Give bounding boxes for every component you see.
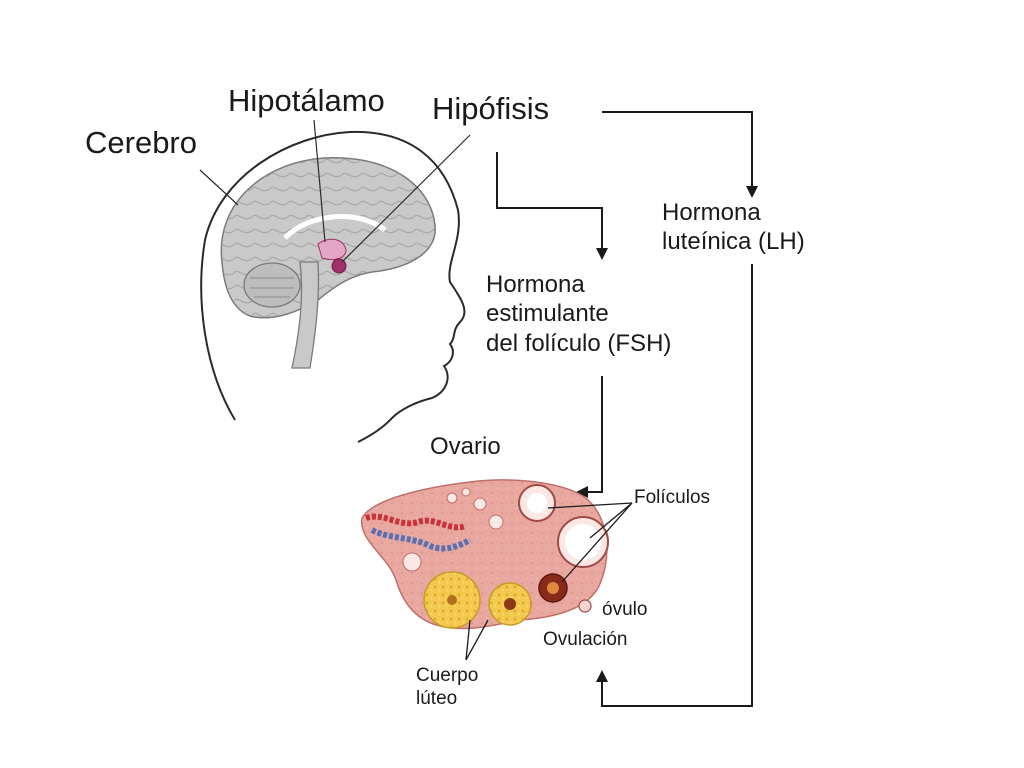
label-cuerpo-luteo-line-1: Cuerpo — [416, 665, 479, 686]
label-lh: Hormona luteínica (LH) — [662, 198, 805, 257]
label-lh-line-2: luteínica (LH) — [662, 228, 805, 256]
label-lh-line-1: Hormona — [662, 199, 761, 226]
label-hipotalamo: Hipotálamo — [228, 83, 385, 118]
label-fsh-line-1: Hormona — [486, 271, 585, 298]
arrow-fsh-to-ovary — [576, 376, 603, 498]
label-ovulo: óvulo — [602, 599, 648, 620]
brain-illustration — [220, 157, 436, 369]
arrow-hipofisis-to-lh — [602, 111, 758, 198]
label-cerebro: Cerebro — [85, 125, 197, 160]
leader-lines — [199, 119, 471, 263]
head-outline — [200, 130, 466, 443]
arrow-lh-to-ovulation — [596, 264, 753, 707]
arrow-hipofisis-to-fsh — [496, 152, 608, 260]
label-cuerpo-luteo-line-2: lúteo — [416, 688, 458, 710]
label-ovario: Ovario — [430, 433, 501, 460]
label-ovulacion: Ovulación — [543, 629, 628, 650]
ovary-pointers — [465, 502, 633, 661]
label-hipofisis: Hipófisis — [432, 91, 550, 126]
label-fsh-line-2: estimulante — [486, 300, 609, 328]
label-foliculos: Folículos — [634, 487, 711, 508]
label-fsh: Hormona estimulante del folículo (FSH) — [486, 270, 671, 358]
ovary-illustration — [361, 479, 609, 630]
label-fsh-line-3: del folículo (FSH) — [486, 329, 672, 357]
label-cuerpo-luteo: Cuerpo lúteo — [416, 664, 478, 710]
